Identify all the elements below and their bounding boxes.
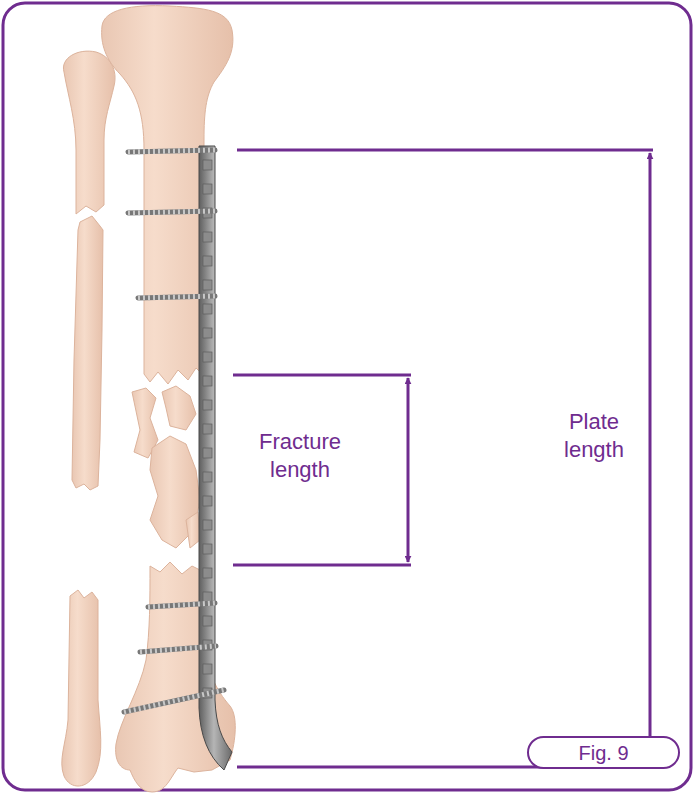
dimension-label-text: Plate length [546, 408, 642, 464]
bone-screw [138, 296, 215, 298]
dimension-label: Plate length [546, 408, 642, 464]
bone-fragment [186, 512, 200, 548]
figure-tag: Fig. 9 [527, 736, 680, 769]
plate-hole [203, 328, 212, 338]
plate-hole [203, 568, 212, 578]
dimension-label: Fracture length [244, 428, 356, 484]
frame [3, 3, 691, 790]
plate-hole [203, 280, 212, 290]
plate-hole [203, 400, 212, 410]
bone-plate [199, 146, 232, 770]
fibula-distal [62, 590, 101, 786]
bone-screw [140, 646, 216, 652]
plate-hole [203, 544, 212, 554]
bone-screw [128, 211, 215, 213]
plate-hole [203, 304, 212, 314]
bone-screw [128, 150, 215, 152]
plate-hole [203, 496, 212, 506]
plate-hole [203, 352, 212, 362]
plate-hole [203, 664, 212, 674]
plate-hole [203, 592, 212, 602]
plate-hole [203, 376, 212, 386]
plate-notches [203, 160, 212, 698]
figure-number: Fig. 9 [578, 741, 628, 765]
plate-hole [203, 184, 212, 194]
plate-hole [203, 520, 212, 530]
dimension-lines [233, 150, 653, 767]
bone-fragment [162, 386, 196, 430]
bone-screw [124, 690, 224, 712]
bone-fragment [150, 436, 200, 548]
plate-hole [203, 424, 212, 434]
plate-hole [203, 448, 212, 458]
bone-screw [148, 603, 215, 607]
plate-hole [203, 472, 212, 482]
screws [124, 150, 224, 712]
plate-hole [203, 616, 212, 626]
plate-hole [203, 160, 212, 170]
fibula-shaft [72, 216, 103, 490]
dimension-label-text: Fracture length [244, 428, 356, 484]
fibula-head [63, 51, 115, 214]
plate-hole [203, 232, 212, 242]
plate-hole [203, 256, 212, 266]
